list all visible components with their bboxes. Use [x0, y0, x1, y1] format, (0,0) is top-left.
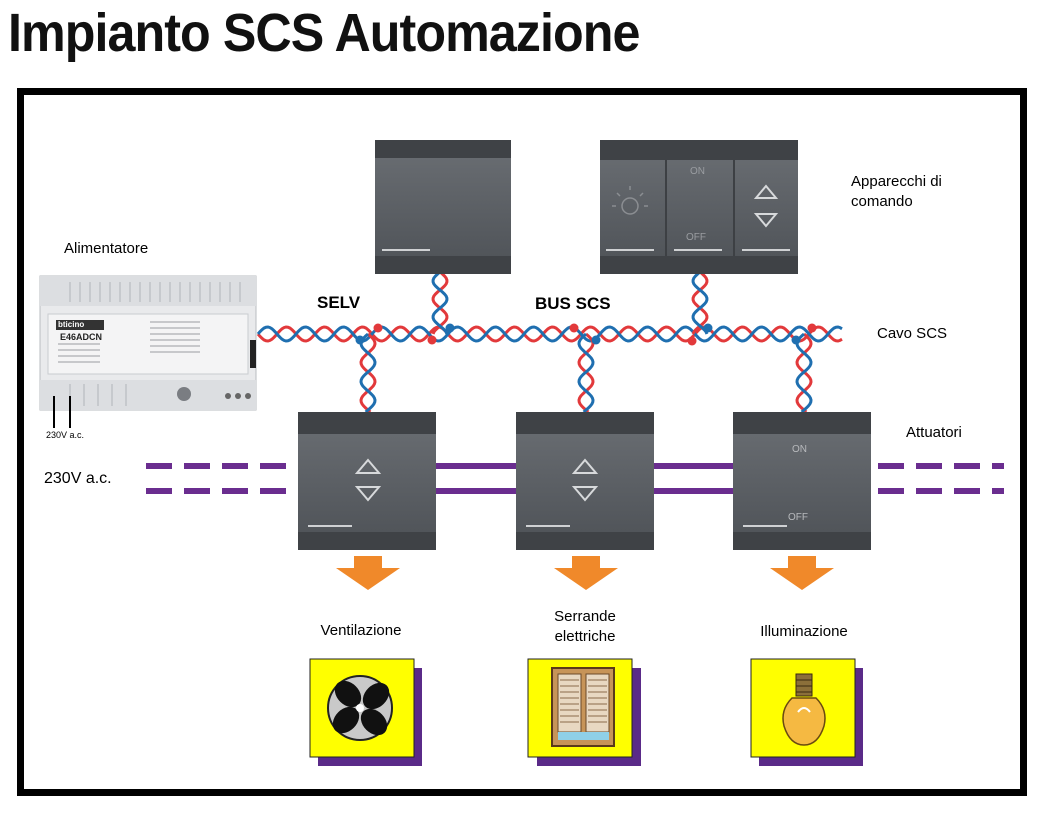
psu-brand: bticino: [58, 320, 85, 329]
fan-icon: [327, 675, 393, 741]
load-label-lighting: Illuminazione: [760, 623, 848, 640]
power-supply-label: Alimentatore: [64, 240, 149, 257]
bus-junction: [445, 323, 455, 333]
command-device-1: [375, 140, 511, 274]
bus-drop-wire-blue: [577, 332, 595, 414]
bus-junction: [687, 336, 697, 346]
bus-drop-wire-red: [691, 270, 709, 335]
bus-junction: [591, 335, 601, 345]
bus-drop-wire-red: [577, 332, 595, 414]
down-arrow-icon: [336, 556, 400, 590]
actuator-2: [516, 412, 654, 550]
bus-drop-wire-blue: [795, 332, 813, 414]
bus-junction: [807, 323, 817, 333]
device-off-mark: OFF: [686, 232, 706, 243]
bus-drop-wire-red: [359, 332, 377, 414]
actuator-on-mark: ON: [792, 444, 807, 455]
up-down-icon: [354, 458, 382, 502]
down-arrow-icon: [554, 556, 618, 590]
arrow-group: [336, 556, 834, 590]
bus-junction: [791, 335, 801, 345]
bus-junction: [355, 335, 365, 345]
bus-drop-wire-blue: [359, 332, 377, 414]
bus-junction: [373, 323, 383, 333]
actuator-1: [298, 412, 436, 550]
light-icon: [612, 186, 648, 215]
bus-junction: [427, 335, 437, 345]
actuators-label: Attuatori: [906, 424, 962, 441]
mains-voltage-label: 230V a.c.: [44, 470, 112, 487]
load-tile-shutters: [527, 658, 641, 766]
bus-junction: [569, 323, 579, 333]
actuator-off-mark: OFF: [788, 512, 808, 523]
up-down-icon: [571, 458, 599, 502]
bulb-icon: [782, 673, 826, 746]
shutter-icon: [551, 667, 615, 747]
bus-junction: [703, 323, 713, 333]
bus-drop-wire-blue: [691, 270, 709, 335]
mains-line-group: [146, 463, 1004, 494]
power-supply-unit: [39, 275, 257, 428]
device-on-mark: ON: [690, 166, 705, 177]
load-tile-ventilation: [309, 658, 422, 766]
bus-drop-wire-red: [795, 332, 813, 414]
bus-drop-wire-red: [431, 270, 449, 335]
psu-model: E46ADCN: [60, 332, 103, 342]
page-title: Impianto SCS Automazione: [8, 3, 640, 63]
actuator-3: [733, 412, 871, 550]
down-arrow-icon: [770, 556, 834, 590]
bus-scs-label: BUS SCS: [535, 294, 611, 313]
load-label-ventilation: Ventilazione: [320, 622, 402, 639]
up-down-icon: [753, 184, 779, 228]
command-device-2: [600, 140, 798, 274]
bus-cable-group: [256, 270, 843, 414]
command-devices-label: Apparecchi di comando: [851, 173, 942, 210]
load-tile-lighting: [750, 658, 863, 766]
bus-wire-red: [256, 325, 843, 343]
scs-cable-label: Cavo SCS: [877, 325, 948, 342]
bus-wire-blue: [256, 325, 843, 343]
psu-mains-label: 230V a.c.: [46, 430, 85, 440]
load-label-shutters: Serrande elettriche: [554, 608, 616, 645]
selv-label: SELV: [317, 293, 361, 312]
bus-drop-wire-blue: [431, 270, 449, 335]
